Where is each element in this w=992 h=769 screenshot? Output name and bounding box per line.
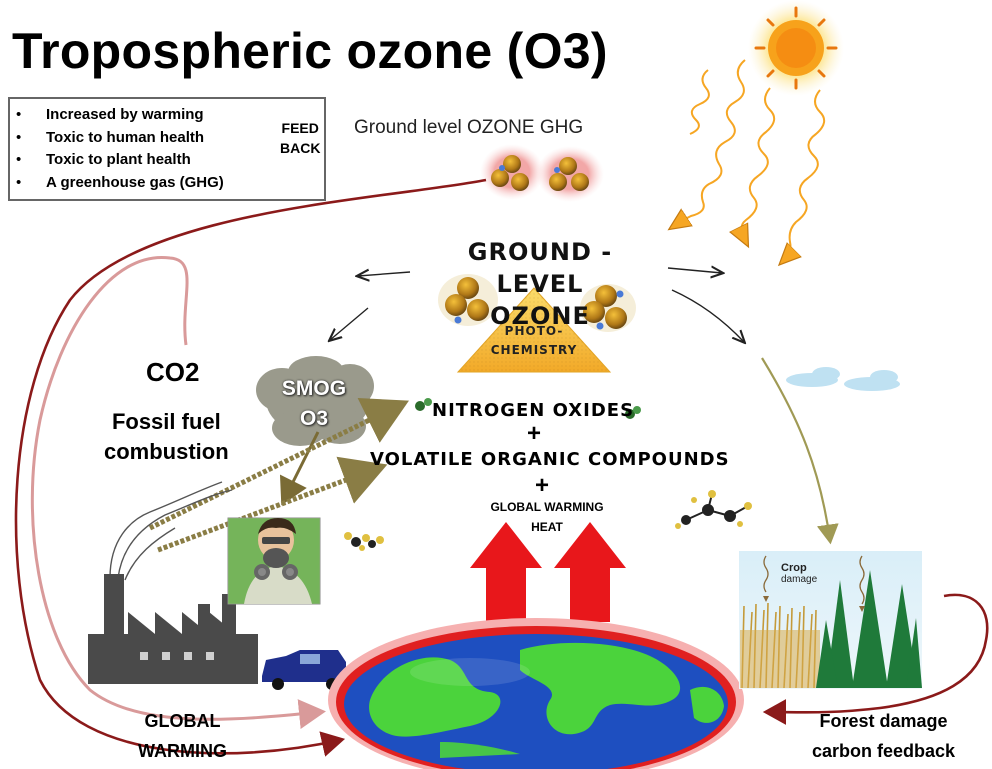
voc-molecule-icon [344,532,384,551]
photochemistry-line-1: PHOTO- [504,324,564,338]
ozone-facts-box: Increased by warming Toxic to human heal… [8,97,326,201]
forest-damage-label: Forest damage carbon feedback [812,706,955,766]
bullet-item: A greenhouse gas (GHG) [16,172,324,195]
smog-line-1: SMOG [281,377,347,400]
global-warming-line-2: WARMING [138,741,227,761]
smog-cloud [256,356,374,446]
ground-level-ozone-label: GROUND - LEVEL OZONE [420,236,660,332]
fossil-fuel-label: Fossil fuel combustion [104,407,229,467]
bullet-item: Increased by warming [16,104,324,127]
factory-icon [88,574,258,684]
fossil-line-2: combustion [104,439,229,464]
gw-heat-line-1: GLOBAL WARMING [490,500,604,514]
plus-sign: + [527,420,542,447]
ozone-label-line-2: OZONE [490,302,590,330]
forest-damage-line-1: Forest damage [819,711,948,731]
arrow-right-down [671,289,744,342]
nox-molecule-icon [415,398,641,419]
forest-damage-line-2: carbon feedback [812,741,956,761]
gw-heat-line-2: HEAT [531,520,563,534]
smog-label: SMOG O3 [264,374,364,434]
nitrogen-oxides-label: NITROGEN OXIDES [432,400,635,421]
arrow-right-top [667,268,722,273]
sunlight-rays [677,59,826,258]
feedback-line-1: FEED [281,120,319,136]
hydrocarbon-molecule-icon [675,490,752,529]
smog-line-2: O3 [299,407,328,430]
global-warming-heat-label: GLOBAL WARMING HEAT [472,497,622,537]
bullet-item: Toxic to plant health [16,149,324,172]
photochemistry-line-2: CHEMISTRY [490,343,578,357]
photochemistry-label: PHOTO- CHEMISTRY [486,322,582,360]
bullet-item: Toxic to human health [16,127,324,150]
page-title: Tropospheric ozone (O3) [12,23,608,79]
global-warming-line-1: GLOBAL [144,711,221,731]
feedback-line-2: BACK [280,140,321,156]
global-warming-label: GLOBAL WARMING [138,706,227,766]
emission-arrow-voc [157,456,388,553]
co2-warming-arrow [30,256,326,730]
cloud-icon [786,367,900,391]
arrow-left-top [358,272,411,276]
co2-label: CO2 [146,357,200,387]
voc-label: VOLATILE ORGANIC COMPOUNDS [370,449,730,470]
plus-sign: + [535,472,550,499]
ozone-ghg-molecules [480,144,604,202]
arrow-left-down [330,307,369,340]
ozone-central-molecules [438,274,636,332]
forest-feedback-arrow [762,593,989,726]
crop-forest-image [739,551,922,689]
fossil-line-1: Fossil fuel [111,409,221,434]
crop-damage-label: Crop damage [781,562,818,586]
ozone-label-line-1: GROUND - LEVEL [467,238,613,298]
sun-icon [748,0,844,96]
ground-level-ghg-label: Ground level OZONE GHG [354,117,584,138]
heat-arrows [470,522,626,622]
crop-line-1: Crop [781,562,807,574]
earth-globe [328,618,744,769]
emission-arrow-nox [148,398,409,531]
crop-line-2: damage [781,574,818,585]
smog-to-person-arrow [279,431,320,506]
gas-mask-person-icon [227,517,321,605]
factory-smoke [109,481,233,581]
feedback-label: FEED BACK [280,118,320,158]
feedback-arrow-red [14,178,487,757]
arrow-to-crops [761,357,839,545]
